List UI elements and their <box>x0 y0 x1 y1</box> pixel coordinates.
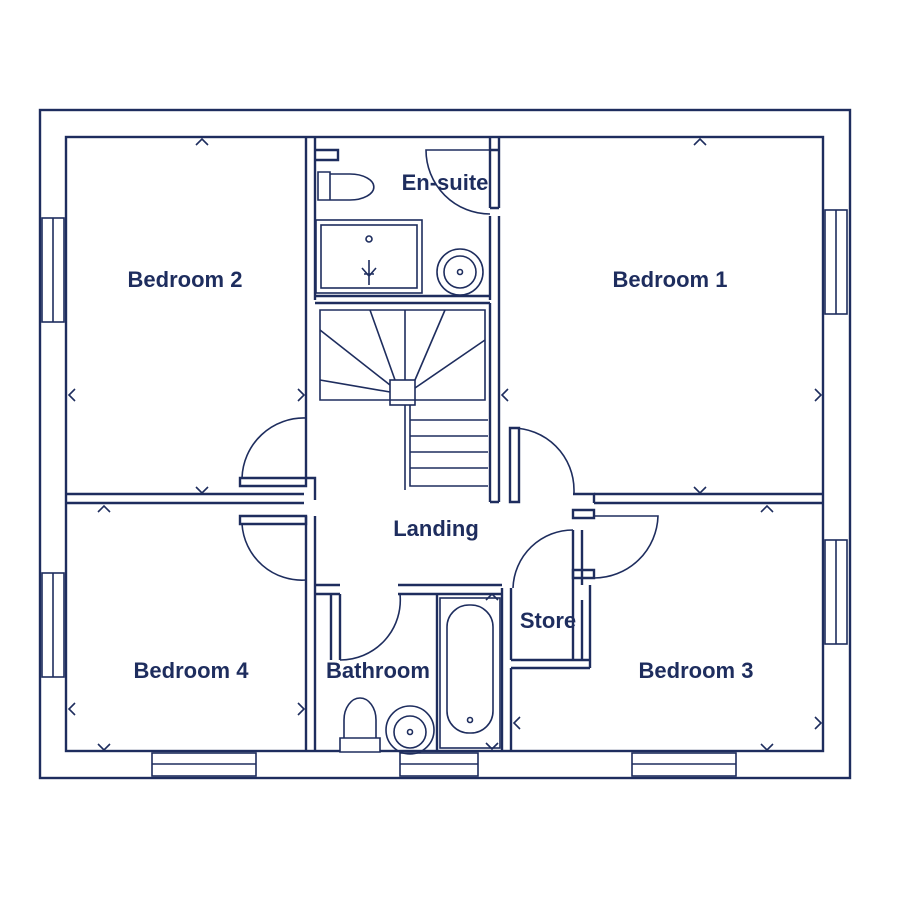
outer-walls <box>38 108 852 780</box>
room-label-store: Store <box>520 608 576 633</box>
wall-en-suite-bottom <box>315 294 490 305</box>
wall-bed2-right <box>304 137 317 500</box>
tick-mark <box>500 388 509 402</box>
room-label-bedroom-3: Bedroom 3 <box>639 658 754 683</box>
wall-en-suite-right-lower <box>488 216 501 502</box>
bathroom-basin-tap <box>406 728 414 736</box>
tick-mark <box>195 486 209 495</box>
en-suite-basin-tap <box>456 268 464 276</box>
room-label-landing: Landing <box>393 516 479 541</box>
shower-tray <box>315 219 423 294</box>
room-label-bedroom-4: Bedroom 4 <box>134 658 250 683</box>
tick-mark <box>760 743 774 752</box>
wall-en-suite-right <box>488 137 501 210</box>
wall-bed4-right <box>304 590 317 751</box>
tick-mark <box>485 592 499 601</box>
door-bedroom-4 <box>241 523 307 581</box>
outer-wall-outline <box>38 108 852 780</box>
inner-floor <box>64 135 825 753</box>
stair-right-wall <box>488 303 499 504</box>
tick-mark <box>297 388 306 402</box>
tick-mark <box>195 137 209 146</box>
doors <box>241 149 659 661</box>
room-label-bathroom: Bathroom <box>326 658 430 683</box>
tick-mark <box>814 716 823 730</box>
landing-door-jamb-1 <box>508 426 521 504</box>
wall-store <box>511 530 592 670</box>
staircase <box>319 309 488 490</box>
tick-mark <box>512 716 521 730</box>
wall-bed1-door-stub <box>573 492 596 503</box>
stair-flight <box>409 405 488 487</box>
stair-winder <box>414 339 486 389</box>
room-label-bedroom-1: Bedroom 1 <box>613 267 728 292</box>
wall-store-left <box>500 588 513 751</box>
tick-mark <box>297 702 306 716</box>
tick-mark <box>67 388 76 402</box>
bath-inner <box>446 604 494 734</box>
wall-bed2-door-jamb <box>304 516 317 590</box>
stair-winder <box>319 329 391 386</box>
stair-winder <box>414 309 446 381</box>
stair-landing-outline <box>319 309 486 401</box>
bath <box>439 597 501 749</box>
shower-tray-inner <box>320 224 418 289</box>
en-suite-toilet <box>317 171 375 201</box>
wall-bed1-bed3 <box>594 492 823 505</box>
wall-bed2-bed4 <box>66 492 304 505</box>
tick-mark <box>67 702 76 716</box>
dimension-ticks <box>67 137 823 752</box>
windows <box>41 209 848 777</box>
shower-head-icon <box>361 260 377 285</box>
en-suite-basin-bowl <box>443 255 477 289</box>
door-bathroom <box>339 593 402 661</box>
bathroom-basin <box>385 705 435 755</box>
stair-winder <box>319 379 391 393</box>
en-suite-fixtures <box>315 171 484 296</box>
door-store <box>512 529 574 589</box>
tick-mark <box>485 742 499 751</box>
landing-door-jamb-5 <box>571 568 596 580</box>
door-bedroom-1 <box>511 427 575 494</box>
door-bedroom-3 <box>593 515 659 579</box>
tick-mark <box>814 388 823 402</box>
en-suite-basin <box>436 248 484 296</box>
landing-door-jamb-3 <box>238 476 308 488</box>
landing-door-jamb-2 <box>571 508 596 520</box>
stair-newel <box>389 379 416 406</box>
bathroom-toilet <box>339 697 381 753</box>
bath-drain <box>466 716 474 724</box>
tick-mark <box>693 486 707 495</box>
room-labels: Bedroom 2 En-suite Bedroom 1 Landing Sto… <box>128 170 754 683</box>
wall-en-suite-left-jamb <box>315 148 340 162</box>
tick-mark <box>97 743 111 752</box>
tick-mark <box>760 504 774 513</box>
stair-winder <box>369 309 396 381</box>
wall-bathroom-top <box>315 583 502 596</box>
tick-mark <box>693 137 707 146</box>
bathroom-fixtures <box>339 597 501 755</box>
bathroom-door-jamb <box>329 594 342 660</box>
room-label-bedroom-2: Bedroom 2 <box>128 267 243 292</box>
shower-drain <box>365 235 373 243</box>
tick-mark <box>97 504 111 513</box>
room-label-en-suite: En-suite <box>402 170 489 195</box>
bathroom-basin-bowl <box>393 715 427 749</box>
landing-door-jamb-4 <box>238 514 308 526</box>
door-bedroom-2 <box>241 417 307 479</box>
door-en-suite <box>425 149 491 215</box>
